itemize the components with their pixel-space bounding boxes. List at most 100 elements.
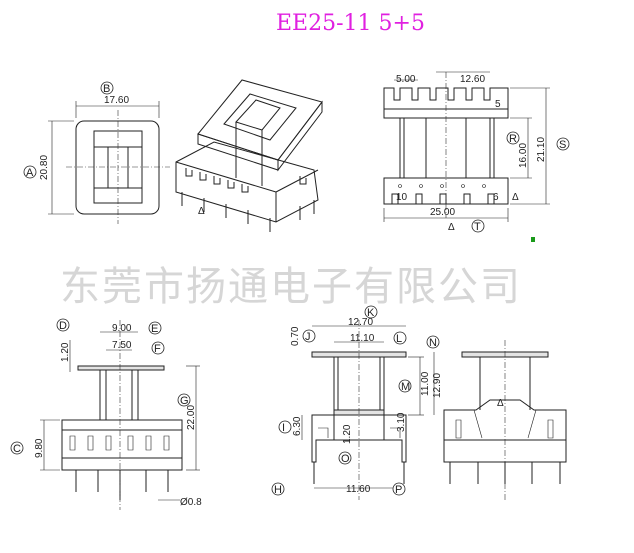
bl-base <box>61 419 183 471</box>
label-i: I <box>282 422 285 434</box>
iso-base-edge <box>275 169 319 193</box>
label-r: R <box>509 133 517 145</box>
dim-120a: 1.20 <box>60 342 71 362</box>
side-pin6: 6 <box>493 192 499 203</box>
iso-core-opening <box>235 99 281 131</box>
dim-630: 6.30 <box>292 416 303 436</box>
dim-1160: 11.60 <box>346 484 371 495</box>
br-base-detail <box>455 409 554 439</box>
dim-120b: 1.20 <box>342 424 353 444</box>
label-g-circle <box>177 393 191 407</box>
bm-slot-detail <box>318 427 401 438</box>
label-d: D <box>59 320 67 332</box>
side-top-flange <box>383 87 509 119</box>
dim-980: 9.80 <box>34 438 45 458</box>
label-e: E <box>151 323 158 335</box>
iso-pin1-mark: Δ <box>198 206 205 217</box>
iso-top-flange <box>197 79 323 161</box>
dim-2200: 22.00 <box>186 405 197 430</box>
side-view: 5 10 6 5.00 12.60 16.00 21.10 R S <box>383 71 570 242</box>
label-e-circle <box>148 321 162 335</box>
bottom-middle-view: 12.70 K 11.10 J L 0.70 11.00 12.90 M N 6… <box>271 305 443 500</box>
dim-width-1760: 17.60 <box>104 95 129 106</box>
side-body <box>399 117 495 179</box>
iso-base-edge <box>175 161 277 193</box>
label-a-circle <box>23 165 37 179</box>
side-pin5: 5 <box>495 99 501 110</box>
label-s: S <box>559 139 566 151</box>
company-watermark: 东莞市扬通电子有限公司 <box>60 264 522 310</box>
iso-slots <box>185 168 249 193</box>
label-d-circle <box>56 318 70 332</box>
iso-slot-right <box>299 176 307 185</box>
label-b: B <box>103 83 110 95</box>
side-hole <box>419 184 423 188</box>
dim-1600: 16.00 <box>518 143 529 168</box>
dim-070: 0.70 <box>290 326 301 346</box>
side-hole <box>461 184 465 188</box>
side-bottom-slots <box>391 193 495 204</box>
dim-750: 7.50 <box>112 340 132 351</box>
label-l: L <box>396 333 402 345</box>
iso-top-flange-side <box>197 133 279 171</box>
label-k-circle <box>364 305 378 319</box>
label-h-circle <box>271 482 285 496</box>
label-b-circle <box>100 81 114 95</box>
bottom-left-view: 9.00 E 7.50 F D 1.20 22.00 G 9.80 C Ø0.8 <box>10 318 202 510</box>
label-l-circle <box>393 331 407 345</box>
iso-top-flange-front <box>277 100 323 172</box>
iso-base <box>175 141 319 223</box>
br-tri-mark: Δ <box>497 398 504 409</box>
side-pin10: 10 <box>396 192 408 203</box>
bl-top-flange <box>77 365 165 371</box>
label-o: O <box>341 453 350 465</box>
side-hole <box>398 184 402 188</box>
drawing-title: EE25-11 5+5 <box>276 11 425 36</box>
dim-08: Ø0.8 <box>180 497 202 508</box>
label-c-circle <box>10 441 24 455</box>
label-t: T <box>474 221 481 233</box>
bm-base-right <box>383 414 407 463</box>
label-p: P <box>395 484 402 496</box>
side-v-mark: Δ <box>448 222 455 233</box>
bm-base-left <box>311 414 335 463</box>
bottom-right-view: Δ <box>443 340 567 500</box>
dim-1290: 12.90 <box>432 373 443 398</box>
label-m: M <box>401 381 410 393</box>
label-f-circle <box>151 341 165 355</box>
dim-500: 5.00 <box>396 74 416 85</box>
label-i-circle <box>278 420 292 434</box>
side-tri-mark: Δ <box>512 192 519 203</box>
label-r-circle <box>506 131 520 145</box>
label-k: K <box>367 307 375 319</box>
label-s-circle <box>556 137 570 151</box>
isometric-view: Δ <box>175 79 323 232</box>
dim-1260: 12.60 <box>460 74 485 85</box>
label-a: A <box>26 167 34 179</box>
front-view: 17.60 B 20.80 A <box>23 81 170 224</box>
side-hole <box>482 184 486 188</box>
dim-1100: 11.00 <box>420 371 431 396</box>
label-n-circle <box>426 335 440 349</box>
label-f: F <box>154 343 161 355</box>
label-t-circle <box>471 219 485 233</box>
label-c: C <box>13 443 21 455</box>
front-outer-outline <box>75 120 160 215</box>
dim-310: 3.10 <box>396 412 407 432</box>
dim-1110: 11.10 <box>350 333 375 344</box>
label-n: N <box>429 337 437 349</box>
label-o-circle <box>338 451 352 465</box>
side-hole <box>440 184 444 188</box>
green-marker <box>531 237 535 242</box>
dim-2500: 25.00 <box>430 207 455 218</box>
label-g: G <box>180 395 189 407</box>
label-h: H <box>274 484 282 496</box>
dim-height-2080: 20.80 <box>39 155 50 180</box>
label-j-circle <box>302 329 316 343</box>
dim-1270: 12.70 <box>348 317 373 328</box>
dim-2110: 21.10 <box>536 137 547 162</box>
iso-window <box>223 93 297 141</box>
label-p-circle <box>392 482 406 496</box>
